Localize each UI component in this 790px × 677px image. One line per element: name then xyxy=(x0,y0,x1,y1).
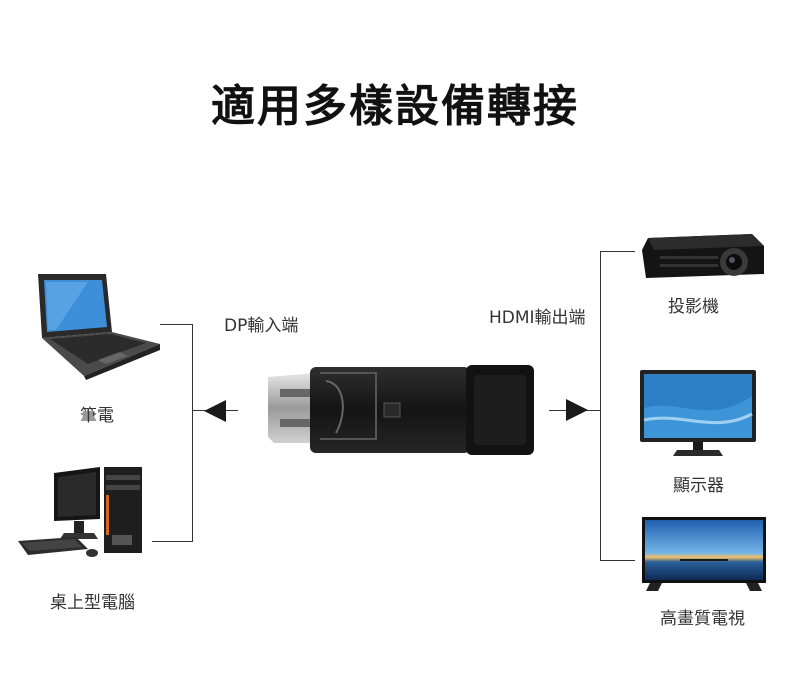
hdmi-output-label: HDMI輸出端 xyxy=(489,308,586,328)
page-title: 適用多樣設備轉接 xyxy=(211,81,579,132)
laptop-label: 筆電 xyxy=(80,406,114,426)
monitor-label: 顯示器 xyxy=(673,476,724,496)
right-arrow-icon xyxy=(566,399,588,421)
left-bracket-top xyxy=(160,324,193,325)
dp-input-label: DP輸入端 xyxy=(224,316,299,336)
tv-label: 高畫質電視 xyxy=(660,609,745,629)
desktop-pc-label: 桌上型電腦 xyxy=(50,593,135,613)
desktop-pc-icon xyxy=(16,465,146,565)
projector-icon xyxy=(640,232,766,282)
right-bracket-vertical xyxy=(600,251,601,561)
tv-icon xyxy=(640,515,768,593)
laptop-icon xyxy=(28,272,162,380)
left-bracket-vertical xyxy=(192,324,193,542)
right-bracket-top xyxy=(600,251,635,252)
dp-to-hdmi-adapter xyxy=(266,363,538,457)
projector-label: 投影機 xyxy=(668,297,719,317)
monitor-icon xyxy=(639,368,757,458)
right-bracket-bottom xyxy=(600,560,635,561)
left-arrow-icon xyxy=(204,400,226,422)
left-bracket-bottom xyxy=(152,541,193,542)
